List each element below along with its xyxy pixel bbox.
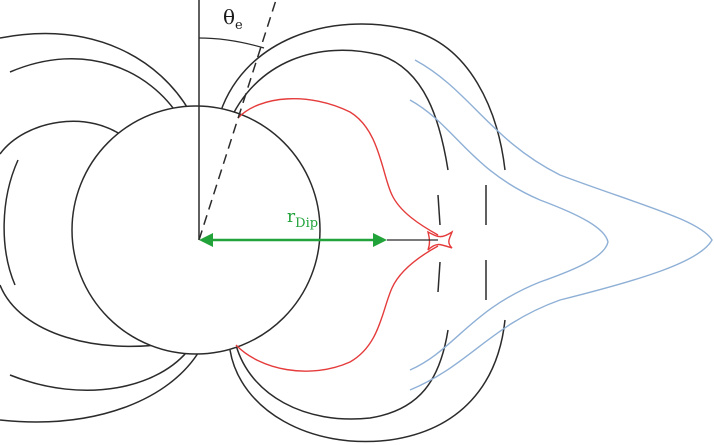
open-field-line-outer <box>409 59 713 391</box>
r-dip-label-sub: Dip <box>295 216 318 231</box>
planet <box>71 105 321 355</box>
left-field-line-outer-low <box>0 349 201 423</box>
right-field-line-dash-bottom <box>437 261 441 293</box>
left-field-line-mid-low <box>9 347 191 391</box>
dipole-field-line-red <box>235 98 454 372</box>
r-dip-label-main: r <box>287 207 296 227</box>
axes <box>198 0 277 241</box>
right-field-line-mid-top <box>227 49 449 171</box>
radius-arrow <box>199 233 438 247</box>
open-field-line-inner <box>409 99 609 371</box>
r-dip-label: rDip <box>287 207 318 231</box>
right-field-line-outer-top <box>217 23 506 171</box>
right-field-line-mid-bottom <box>235 329 449 420</box>
radius-arrow-head-right <box>373 233 387 247</box>
theta-label: θe <box>223 5 243 33</box>
red-field-line-top <box>237 98 439 236</box>
red-cusp-x-mark <box>426 230 454 251</box>
left-field-lines <box>0 32 201 423</box>
red-field-line-bottom <box>235 245 439 372</box>
theta-label-sub: e <box>235 18 243 33</box>
theta-label-main: θ <box>223 5 235 29</box>
left-field-line-inner <box>0 120 129 155</box>
tilted-dashed-line <box>198 0 277 241</box>
left-field-line-left-arc <box>3 159 19 286</box>
theta-angle-arc <box>198 37 265 49</box>
open-field-lines <box>409 59 713 391</box>
radius-arrow-head-left <box>199 233 213 247</box>
left-field-line-mid <box>9 58 181 119</box>
left-field-line-inner-low <box>0 284 171 348</box>
right-closed-field-lines <box>217 23 506 443</box>
right-field-line-dash-top <box>437 194 441 226</box>
left-field-line-outer <box>0 32 191 113</box>
right-field-line-outer-bottom <box>229 319 506 443</box>
